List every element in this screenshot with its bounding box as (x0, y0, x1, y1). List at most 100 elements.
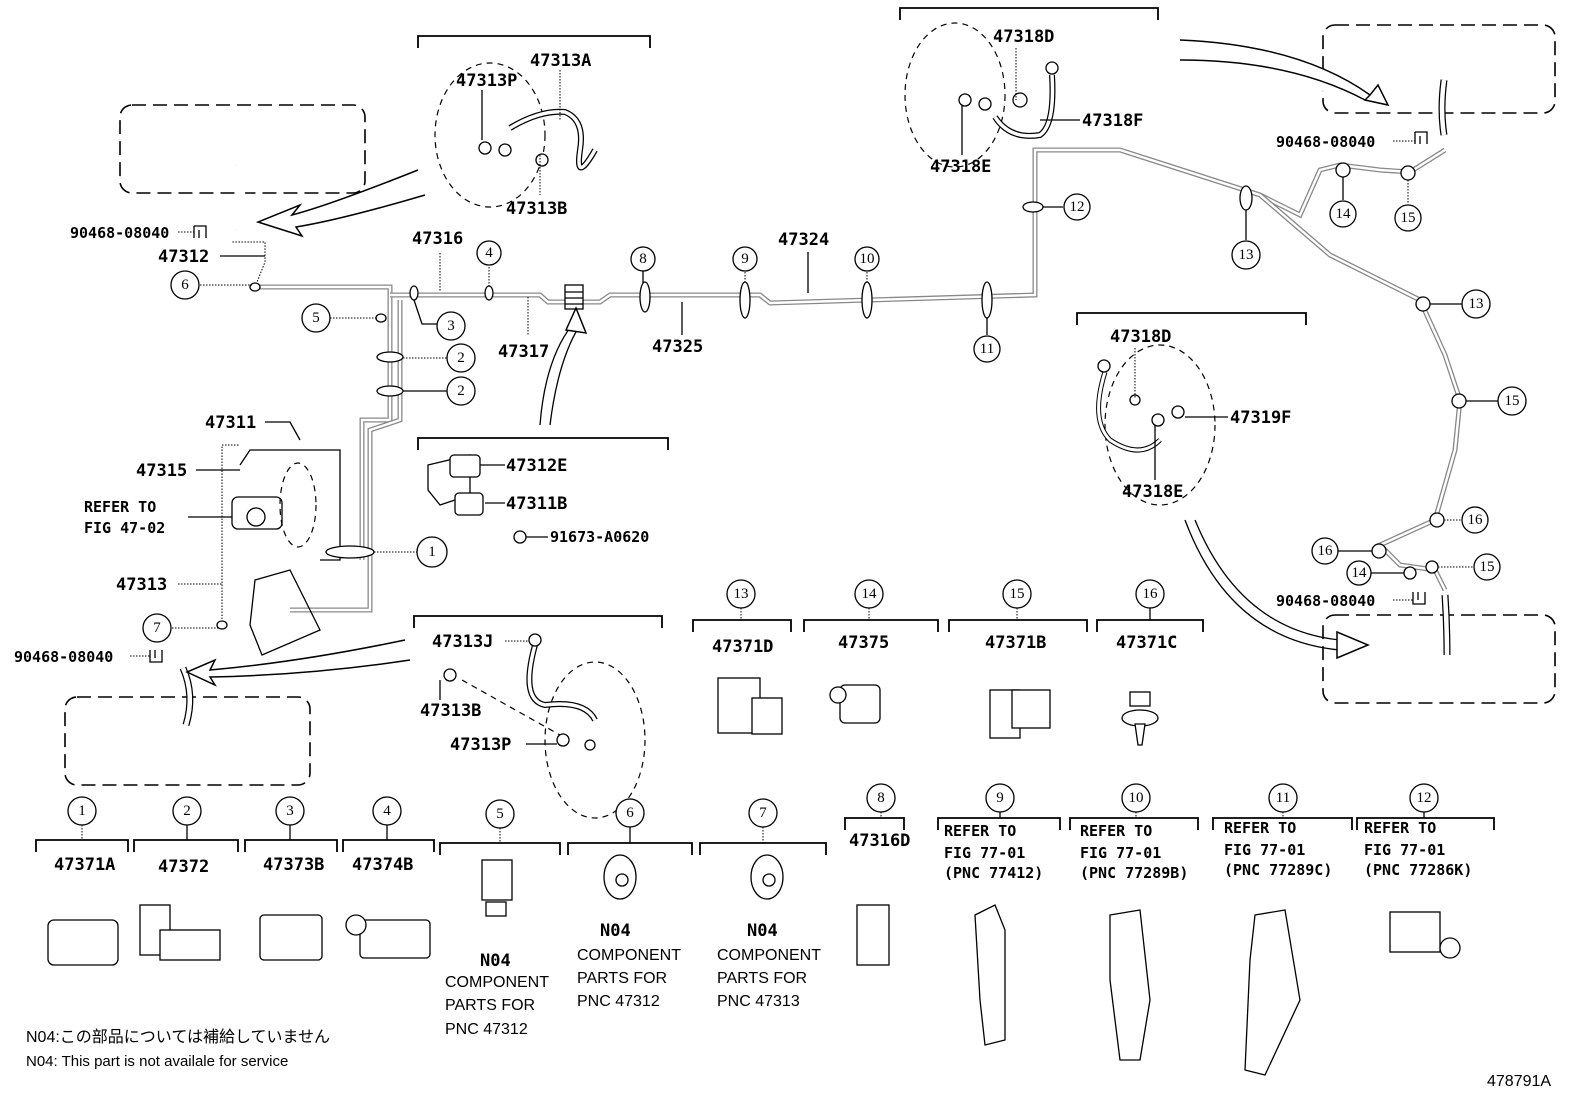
part-label: 47319F (1230, 408, 1291, 428)
part-label: 47316 (412, 229, 463, 249)
svg-text:PARTS FOR: PARTS FOR (577, 970, 667, 987)
brake-pipe-network (221, 147, 1463, 625)
catalog-part-label: 47371D (712, 637, 773, 657)
svg-text:COMPONENT: COMPONENT (577, 947, 681, 964)
catalog-item-10: 10 REFER TO FIG 77-01 (PNC 77289B) (1069, 783, 1199, 1061)
svg-text:FIG 77-01: FIG 77-01 (944, 844, 1025, 862)
catalog-part-label: N04 (600, 921, 631, 941)
callout-14: 14 (1346, 560, 1372, 586)
svg-text:12: 12 (1417, 790, 1432, 806)
part-label: 47325 (652, 337, 703, 357)
note-japanese: N04:この部品については補給していません (26, 1028, 330, 1046)
svg-text:13: 13 (1239, 247, 1254, 263)
svg-text:REFER TO: REFER TO (1364, 819, 1436, 837)
detail-hose-fl (434, 62, 598, 208)
svg-text:15: 15 (1505, 393, 1520, 409)
svg-text:REFER TO: REFER TO (1224, 819, 1296, 837)
part-label: 47318E (1122, 482, 1183, 502)
svg-text:2: 2 (457, 350, 465, 366)
callout-11: 11 (973, 335, 1001, 363)
svg-text:PNC 47312: PNC 47312 (445, 1021, 528, 1038)
catalog-part-label: 47375 (838, 633, 889, 653)
svg-text:3: 3 (286, 803, 294, 819)
svg-text:4: 4 (485, 245, 493, 261)
svg-text:8: 8 (639, 251, 647, 267)
catalog-item-11: 11 REFER TO FIG 77-01 (PNC 77289C) (1212, 783, 1353, 1076)
catalog-item-9: 9 REFER TO FIG 77-01 (PNC 77412) (937, 783, 1061, 1046)
callout-14: 14 (1329, 200, 1357, 228)
catalog-part-label: 47372 (158, 857, 209, 877)
catalog-item-3: 3 47373B (244, 796, 338, 961)
callout-12: 12 (1063, 193, 1091, 221)
part-label: 90468-08040 (70, 224, 169, 242)
svg-text:(PNC 77286K): (PNC 77286K) (1364, 861, 1472, 879)
callout-16: 16 (1461, 506, 1489, 534)
svg-text:15: 15 (1401, 210, 1416, 226)
callout-15: 15 (1497, 386, 1527, 416)
catalog-item-16: 16 47371C (1096, 579, 1204, 746)
catalog-part-label: 47374B (352, 855, 413, 875)
callout-1: 1 (416, 536, 448, 568)
catalog-part-label: N04 (480, 951, 511, 971)
callout-9: 9 (732, 246, 758, 272)
svg-text:13: 13 (1469, 296, 1484, 312)
part-label: 90468-08040 (1276, 133, 1375, 151)
part-label: 90468-08040 (1276, 592, 1375, 610)
part-label: 47318F (1082, 111, 1143, 131)
part-label: 47312 (158, 247, 209, 267)
catalog-item-8: 8 47316D (844, 783, 910, 966)
catalog-item-6: 6 N04 COMPONENT PARTS FOR PNC 47312 (567, 798, 693, 1010)
part-label: 47312E (506, 456, 567, 476)
callout-circles: 1 2 2 3 4 5 6 7 8 9 10 11 12 13 13 14 14… (142, 193, 1527, 643)
catalog-item-2: 2 47372 (133, 796, 239, 961)
svg-text:13: 13 (734, 586, 749, 602)
svg-text:10: 10 (1129, 790, 1144, 806)
svg-text:7: 7 (153, 620, 161, 636)
part-label: 47318D (993, 27, 1054, 47)
catalog-part-label: 47316D (849, 831, 910, 851)
flex-hoses (179, 79, 1451, 727)
part-label: 47313 (116, 575, 167, 595)
svg-text:COMPONENT: COMPONENT (445, 974, 549, 991)
svg-text:16: 16 (1143, 586, 1159, 602)
callout-13: 13 (1231, 240, 1261, 270)
figure-id: 478791A (1487, 1073, 1551, 1090)
svg-text:(PNC 77289C): (PNC 77289C) (1224, 861, 1332, 879)
detail-bracket-parts (427, 454, 527, 544)
callout-7: 7 (142, 613, 172, 643)
callout-13: 13 (1461, 289, 1491, 319)
svg-text:5: 5 (312, 310, 320, 326)
svg-text:(PNC 77412): (PNC 77412) (944, 864, 1043, 882)
svg-text:7: 7 (759, 805, 767, 821)
svg-text:14: 14 (1352, 565, 1368, 581)
svg-text:5: 5 (496, 806, 504, 822)
part-number-labels: 47313A 47313P 47313B 90468-08040 47312 4… (14, 27, 1375, 755)
callout-8: 8 (630, 246, 656, 272)
svg-text:12: 12 (1070, 199, 1085, 215)
callout-10: 10 (854, 246, 880, 272)
svg-text:FIG 77-01: FIG 77-01 (1224, 841, 1305, 859)
hose-clip-icons (149, 131, 1428, 663)
svg-text:PARTS FOR: PARTS FOR (717, 970, 807, 987)
catalog-part-label: 47371C (1116, 633, 1177, 653)
catalog-part-label: 47371A (54, 855, 115, 875)
svg-text:2: 2 (183, 803, 191, 819)
callout-6: 6 (170, 270, 200, 300)
part-label: 47313P (456, 71, 517, 91)
refer-text: FIG 47-02 (84, 519, 165, 537)
svg-text:REFER TO: REFER TO (944, 822, 1016, 840)
svg-text:REFER TO: REFER TO (1080, 822, 1152, 840)
svg-text:15: 15 (1010, 586, 1025, 602)
catalog-item-5: 5 N04 COMPONENT PARTS FOR PNC 47312 (439, 799, 561, 1038)
svg-text:4: 4 (383, 803, 391, 819)
svg-text:COMPONENT: COMPONENT (717, 947, 821, 964)
svg-text:(PNC 77289B): (PNC 77289B) (1080, 864, 1188, 882)
detail-brackets (413, 7, 1307, 628)
svg-text:1: 1 (428, 544, 436, 560)
svg-text:11: 11 (980, 341, 994, 357)
callout-5: 5 (301, 303, 331, 333)
svg-text:16: 16 (1318, 543, 1334, 559)
part-label: 47313P (450, 735, 511, 755)
catalog-item-15: 15 47371B (948, 579, 1088, 739)
